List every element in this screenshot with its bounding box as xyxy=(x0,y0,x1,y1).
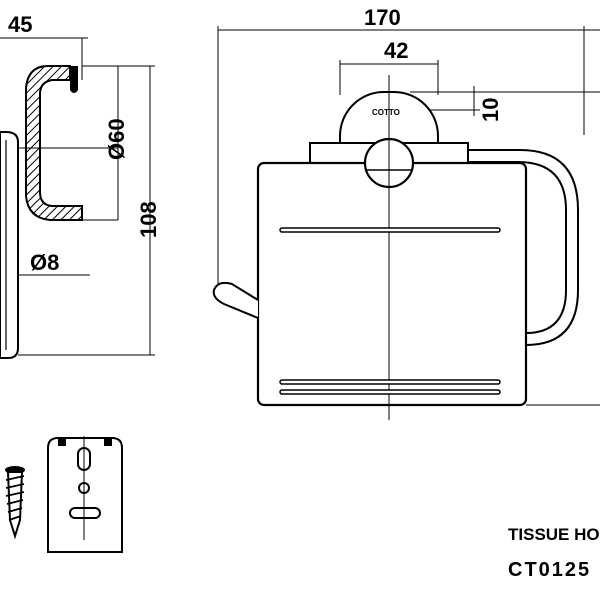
bracket-notch-right xyxy=(104,438,112,446)
dim-bar-diameter: Ø8 xyxy=(30,250,59,275)
roll-bar-outer xyxy=(468,149,579,346)
holder-section-hatched xyxy=(25,65,83,221)
roll-bar-inner xyxy=(468,161,567,334)
screw xyxy=(5,466,25,540)
side-view: 45 Ø60 108 Ø8 xyxy=(0,12,161,359)
cover-panel xyxy=(256,161,528,407)
dim-side-depth: 45 xyxy=(8,12,32,37)
holder-lip xyxy=(70,66,78,93)
front-view: 170 42 10 COTTO xyxy=(212,5,600,420)
dim-mount-offset: 10 xyxy=(478,98,503,122)
wall-plate-side xyxy=(0,131,19,359)
bracket-notch-left xyxy=(58,438,66,446)
product-name: TISSUE HO xyxy=(508,525,600,544)
wall-bracket xyxy=(47,436,123,553)
model-code: CT0125 xyxy=(508,559,591,581)
cover-groove-top xyxy=(279,227,501,233)
dim-front-width: 170 xyxy=(364,5,401,30)
cover-groove-bottom-2 xyxy=(279,389,501,395)
dim-side-height: 108 xyxy=(136,201,161,238)
dim-roll-diameter: Ø60 xyxy=(104,118,129,160)
dim-mount-width: 42 xyxy=(384,38,408,63)
bracket-slot-bottom xyxy=(69,507,101,519)
cover-groove-bottom-1 xyxy=(279,379,501,385)
brand-mark: COTTO xyxy=(372,108,400,117)
cover-lever xyxy=(212,281,259,319)
